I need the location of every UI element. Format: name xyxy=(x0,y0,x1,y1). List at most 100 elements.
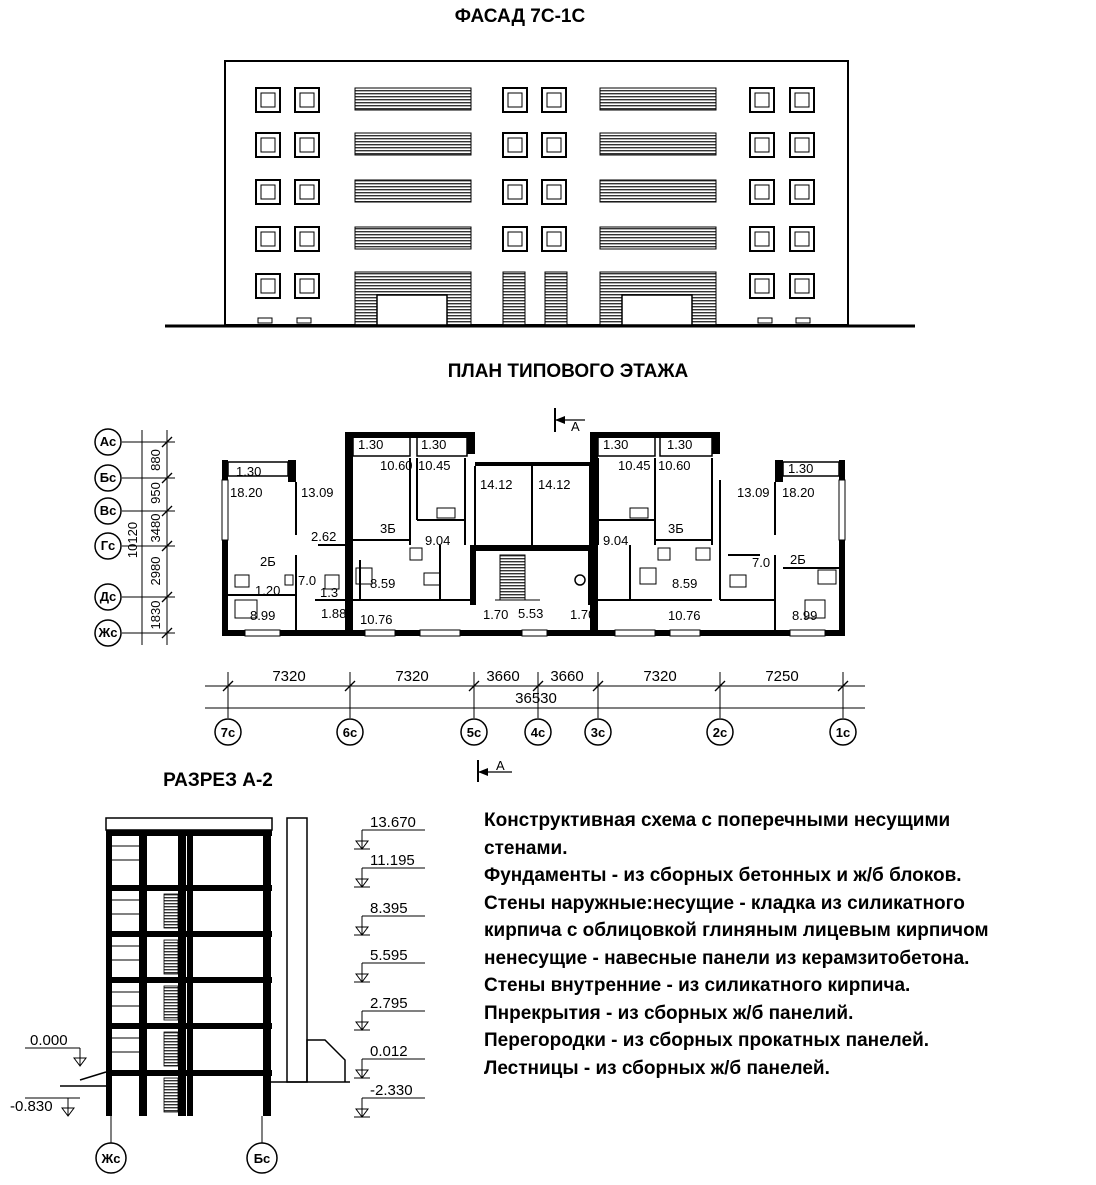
elevation-value: 8.395 xyxy=(370,900,408,917)
elevation-value: 11.195 xyxy=(370,852,415,869)
room-area-label: 1.30 xyxy=(667,437,692,452)
elevation-mark: 5.595 xyxy=(354,947,425,983)
entrance-door-right xyxy=(621,294,693,326)
facade-window xyxy=(294,87,320,113)
room-area-label: 8.59 xyxy=(672,576,697,591)
note-line: Стены внутренние - из силикатного кирпич… xyxy=(484,975,911,996)
dim-tick xyxy=(592,680,604,692)
facade-window xyxy=(294,132,320,158)
dim-tick xyxy=(161,627,173,639)
entrance-door-left xyxy=(376,294,448,326)
row-dimension-label: 1830 xyxy=(148,601,163,630)
facade-window xyxy=(255,132,281,158)
section-cut-label: А xyxy=(571,419,580,434)
room-area-label: 5.53 xyxy=(518,606,543,621)
room-area-label: 3Б xyxy=(668,521,684,536)
basement-vent xyxy=(296,317,312,324)
room-area-label: 10.60 xyxy=(658,458,691,473)
col-axis-label: 2с xyxy=(713,725,727,740)
facade-window xyxy=(789,273,815,299)
room-area-label: 10.76 xyxy=(668,608,701,623)
col-axis-circle xyxy=(214,718,242,746)
facade-window xyxy=(255,179,281,205)
col-axis-circle xyxy=(524,718,552,746)
facade-window xyxy=(255,226,281,252)
facade-window xyxy=(255,273,281,299)
row-axis-label: Ас xyxy=(100,434,116,449)
section-axis-label: Жс xyxy=(101,1151,121,1166)
note-line: Перегородки - из сборных прокатных панел… xyxy=(484,1030,930,1051)
room-area-label: 8.99 xyxy=(792,608,817,623)
row-axis-label: Жс xyxy=(98,625,118,640)
facade-window xyxy=(255,87,281,113)
col-axis-label: 4с xyxy=(531,725,545,740)
room-area-label: 8.59 xyxy=(370,576,395,591)
elevation-mark: 0.000 xyxy=(25,1032,87,1067)
row-axis-circle xyxy=(94,619,122,647)
row-dimension-label: 3480 xyxy=(148,514,163,543)
room-area-label: 1.30 xyxy=(421,437,446,452)
plumbing-fixtures xyxy=(234,507,837,619)
note-line: Стены наружные:несущие - кладка из силик… xyxy=(484,892,965,914)
col-dimension-label: 7320 xyxy=(395,668,428,685)
chute-icon xyxy=(574,574,586,586)
balconies xyxy=(227,435,840,477)
room-area-label: 1.30 xyxy=(788,461,813,476)
stair-strip-right xyxy=(544,271,568,326)
facade-window xyxy=(502,132,528,158)
row-total-dimension: 10120 xyxy=(125,522,140,558)
window-band xyxy=(354,87,472,111)
facade-window xyxy=(541,132,567,158)
facade: ФАСАД 7С-1С xyxy=(165,6,915,328)
row-axis-circle xyxy=(94,532,122,560)
dim-tick xyxy=(161,540,173,552)
note-line: Лестницы - из сборных ж/б панелей. xyxy=(484,1057,830,1079)
elevation-value: 0.000 xyxy=(30,1032,68,1049)
facade-window xyxy=(502,226,528,252)
col-total-dimension: 36530 xyxy=(515,690,557,707)
room-area-label: 2Б xyxy=(790,552,806,567)
room-area-label: 18.20 xyxy=(782,485,815,500)
facade-windows xyxy=(255,87,815,299)
roof-parapet xyxy=(105,817,273,831)
room-area-label: 10.60 xyxy=(380,458,413,473)
row-axis-label: Гс xyxy=(101,538,116,553)
room-area-label: 1.3 xyxy=(320,585,338,600)
section-arrow-head xyxy=(555,416,565,424)
facade-window xyxy=(789,226,815,252)
dim-tick xyxy=(161,505,173,517)
room-area-label: 10.76 xyxy=(360,612,393,627)
note-line: стенами. xyxy=(484,837,568,859)
facade-window xyxy=(294,226,320,252)
basement-vent xyxy=(757,317,773,324)
elevation-value: 13.670 xyxy=(370,814,416,831)
facade-window xyxy=(294,179,320,205)
room-area-label: 1.30 xyxy=(236,464,261,479)
basement-vent xyxy=(257,317,273,324)
plan-windows xyxy=(221,479,846,637)
facade-window xyxy=(502,87,528,113)
col-axis-label: 3с xyxy=(591,725,605,740)
row-dimension-label: 950 xyxy=(148,482,163,504)
room-area-label: 1.20 xyxy=(255,583,280,598)
room-area-label: 1.70 xyxy=(570,607,595,622)
room-area-label: 2.62 xyxy=(311,529,336,544)
note-line: Конструктивная схема с поперечными несущ… xyxy=(484,810,951,831)
stair-flights xyxy=(495,554,540,601)
facade-window xyxy=(749,179,775,205)
facade-window xyxy=(502,179,528,205)
row-axis-label: Вс xyxy=(100,503,117,518)
elevation-mark: 2.795 xyxy=(354,995,425,1031)
dim-tick xyxy=(222,680,234,692)
construction-notes: Конструктивная схема с поперечными несущ… xyxy=(484,807,1094,1082)
note-line: кирпича с облицовкой глиняным лицевым ки… xyxy=(484,920,989,941)
col-axis-label: 1с xyxy=(836,725,850,740)
section-walls xyxy=(106,830,272,1116)
facade-window xyxy=(789,179,815,205)
room-area-label: 7.0 xyxy=(298,573,316,588)
facade-title: ФАСАД 7С-1С xyxy=(455,6,586,27)
section-windows xyxy=(112,845,139,1053)
room-area-label: 8.99 xyxy=(250,608,275,623)
